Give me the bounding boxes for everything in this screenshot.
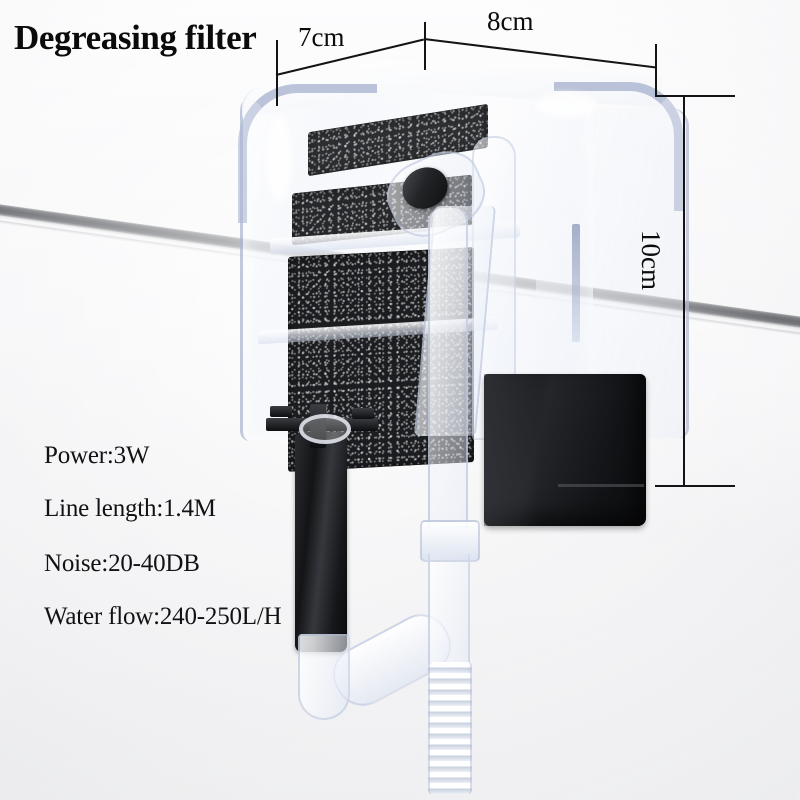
spec-noise: Noise:20-40DB: [44, 550, 200, 577]
page-title: Degreasing filter: [14, 18, 257, 57]
pump-cross-tab-left: [270, 406, 292, 417]
dimension-extension-bottom: [655, 485, 735, 487]
corrugated-flex-tube: [428, 662, 472, 794]
housing-left-shoulder: [238, 84, 377, 223]
dimension-tick-right: [655, 44, 657, 96]
riser-tube-collar: [420, 520, 480, 562]
housing-highlight-left: [266, 116, 292, 202]
housing-right-shoulder: [554, 82, 683, 211]
dimension-label-7cm: 7cm: [298, 22, 345, 52]
intake-elbow-vertical: [298, 634, 350, 720]
spec-power: Power:3W: [44, 442, 150, 469]
dimension-label-10cm: 10cm: [636, 230, 666, 290]
riser-tube-lower: [428, 554, 470, 674]
dimension-extension-top: [655, 95, 735, 97]
riser-tube-upper: [428, 208, 468, 528]
dimension-label-8cm: 8cm: [487, 6, 534, 36]
spec-water-flow: Water flow:240-250L/H: [44, 603, 282, 630]
spec-line-length: Line length:1.4M: [44, 495, 216, 522]
dimension-tick-center: [424, 22, 426, 70]
aquarium-filter-product: [236, 56, 689, 526]
dimension-line-10cm: [683, 95, 685, 485]
hanging-bracket: [572, 224, 580, 342]
housing-highlight-top: [536, 92, 596, 118]
pump-cross-tab-right: [352, 408, 374, 419]
pump-barrel: [295, 432, 347, 652]
pump-intake-ring: [299, 414, 351, 444]
pump-motor-seam: [558, 484, 644, 487]
pump-motor-edge-highlight: [484, 374, 540, 526]
